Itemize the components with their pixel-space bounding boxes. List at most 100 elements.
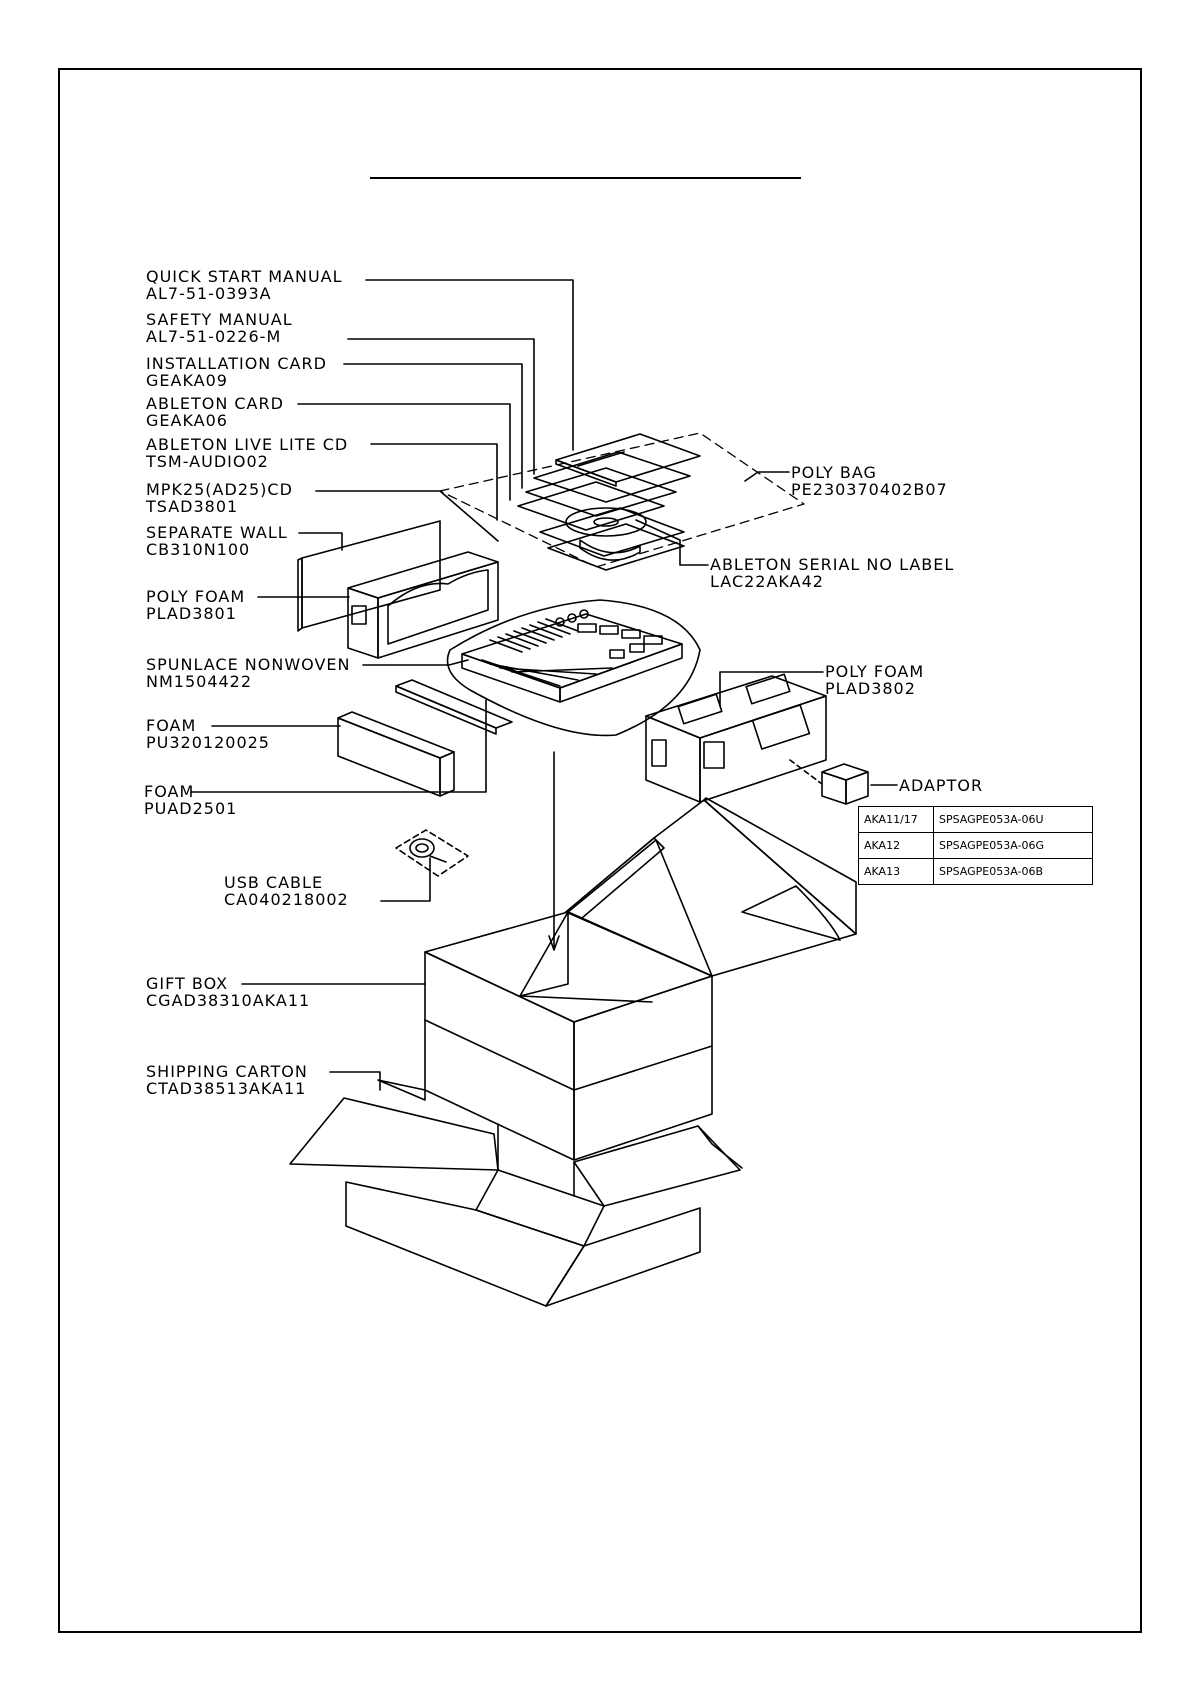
label-code: LAC22AKA42 <box>710 572 824 591</box>
label-code: PLAD3801 <box>146 604 237 623</box>
foam-block <box>337 711 455 797</box>
poly-foam-left-top <box>347 551 499 599</box>
keyboard-controls <box>555 609 663 659</box>
keyboard-keys <box>481 618 613 687</box>
poly-foam-left-notch <box>351 605 367 625</box>
table-cell-model: AKA11/17 <box>858 806 934 833</box>
gift-box-left-face <box>424 951 575 1161</box>
cd-sleeve <box>539 507 685 557</box>
usb-cable-plug <box>429 855 447 863</box>
ableton-live-cd <box>565 507 647 537</box>
cd-sleeve-lower <box>547 523 685 571</box>
leader-usb <box>380 857 431 902</box>
keyboard-body-front <box>461 653 561 703</box>
label-name: USB CABLE <box>224 873 324 892</box>
keyboard-body-top <box>461 613 683 689</box>
quick-start-manual-line <box>577 451 625 467</box>
leader-separate-wall <box>298 532 343 551</box>
table-row: AKA13 SPSAGPE053A-06B <box>858 858 1093 885</box>
gift-box-lid-side-ear <box>741 885 841 941</box>
leader-ableton-live <box>370 443 498 521</box>
label-name: SEPARATE WALL <box>146 523 288 542</box>
poly-foam-left <box>347 551 499 659</box>
gift-box-right-face <box>573 975 713 1161</box>
label-name: POLY BAG <box>791 463 877 482</box>
sheet-border <box>58 68 1142 1633</box>
label-safety-manual: SAFETY MANUAL AL7-51-0226-M <box>146 311 293 345</box>
safety-manual-sheet <box>533 451 691 503</box>
label-code: AL7-51-0393A <box>146 284 272 303</box>
poly-foam-right-pocket-2 <box>745 673 791 705</box>
label-name: ABLETON CARD <box>146 394 284 413</box>
label-code: PU320120025 <box>146 733 270 752</box>
installation-card-sheet <box>525 467 677 517</box>
foam-block-front <box>337 717 441 797</box>
carton-left-flap <box>289 1097 499 1171</box>
title-underline <box>370 177 801 179</box>
poly-foam-left-cavity <box>387 569 489 645</box>
label-ableton-live-lite-cd: ABLETON LIVE LITE CD TSM-AUDIO02 <box>146 436 348 470</box>
label-code: CA040218002 <box>224 890 349 909</box>
label-code: PE230370402B07 <box>791 480 948 499</box>
label-code: PLAD3802 <box>825 679 916 698</box>
gift-box-lid-panel <box>565 799 857 977</box>
label-code: CTAD38513AKA11 <box>146 1079 307 1098</box>
leader-spunlace <box>362 659 469 666</box>
usb-cable-coil-inner <box>415 843 429 853</box>
adaptor-top <box>821 763 869 781</box>
poly-foam-right <box>645 673 827 803</box>
poly-foam-right-left-face <box>645 715 701 803</box>
document-stack <box>517 433 701 571</box>
label-name: QUICK START MANUAL <box>146 267 343 286</box>
label-gift-box: GIFT BOX CGAD38310AKA11 <box>146 975 310 1009</box>
label-shipping-carton: SHIPPING CARTON CTAD38513AKA11 <box>146 1063 308 1097</box>
poly-foam-right-connector <box>703 741 725 769</box>
label-code: CGAD38310AKA11 <box>146 991 311 1010</box>
table-cell-part: SPSAGPE053A-06B <box>933 858 1093 885</box>
insertion-arrowhead <box>548 935 560 951</box>
gift-box-lid-front-flap <box>703 797 857 935</box>
mpk-cd <box>579 539 641 561</box>
table-cell-part: SPSAGPE053A-06U <box>933 806 1093 833</box>
table-cell-part: SPSAGPE053A-06G <box>933 832 1093 859</box>
label-spunlace-nonwoven: SPUNLACE NONWOVEN NM1504422 <box>146 656 350 690</box>
leader-installation <box>343 363 523 489</box>
label-name: FOAM <box>144 782 195 801</box>
gift-box-lid-left-flap <box>567 839 713 977</box>
ableton-card-sheet <box>517 481 665 531</box>
label-name: FOAM <box>146 716 197 735</box>
label-name: POLY FOAM <box>825 662 925 681</box>
label-installation-card: INSTALLATION CARD GEAKA09 <box>146 355 327 389</box>
label-name: MPK25(AD25)CD <box>146 480 293 499</box>
label-poly-bag: POLY BAG PE230370402B07 <box>791 464 948 498</box>
poly-foam-right-pocket-1 <box>677 693 723 725</box>
label-code: GEAKA09 <box>146 371 228 390</box>
table-row: AKA12 SPSAGPE053A-06G <box>858 832 1093 859</box>
gift-box-seam-left <box>424 1019 575 1091</box>
carton-right-face <box>545 1207 701 1307</box>
cd-hub <box>593 517 619 527</box>
foam-strip-long-front <box>395 685 497 735</box>
poly-bag-outline <box>439 432 805 568</box>
foam-block-top <box>337 711 455 759</box>
label-ableton-serial-label: ABLETON SERIAL NO LABEL LAC22AKA42 <box>710 556 954 590</box>
label-name: POLY FOAM <box>146 587 246 606</box>
foam-block-side <box>439 751 455 797</box>
usb-cable-pack <box>395 829 469 877</box>
label-mpk-cd: MPK25(AD25)CD TSAD3801 <box>146 481 293 515</box>
foam-strip-long <box>395 679 513 735</box>
leader-ableton-card <box>297 403 511 501</box>
label-name: GIFT BOX <box>146 974 229 993</box>
usb-cable-coil <box>409 838 435 858</box>
label-foam-puad: FOAM PUAD2501 <box>144 783 237 817</box>
gift-box-lid-back-flap <box>565 837 665 919</box>
leader-poly-foam-right <box>719 671 824 707</box>
keyboard-assembly <box>446 599 701 737</box>
gift-box-inner-floor <box>519 995 653 1003</box>
label-name: SPUNLACE NONWOVEN <box>146 655 351 674</box>
label-code: AL7-51-0226-M <box>146 327 282 346</box>
label-poly-foam-left: POLY FOAM PLAD3801 <box>146 588 245 622</box>
poly-foam-right-handle <box>651 739 667 767</box>
